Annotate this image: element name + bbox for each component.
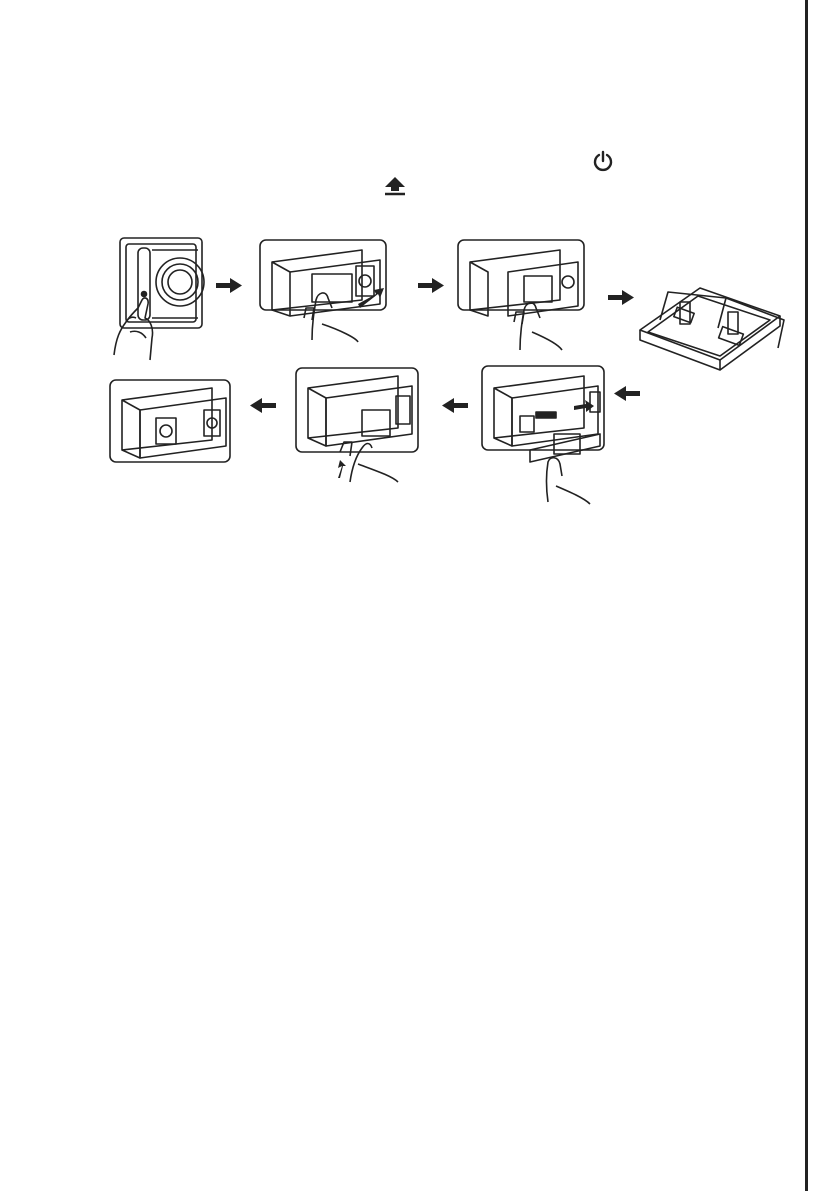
step6-push-panel — [296, 368, 418, 482]
step7-panel-attached — [110, 380, 230, 462]
eject-icon — [382, 175, 408, 197]
step2-slide-panel — [260, 240, 386, 342]
step4-storage-case — [640, 288, 784, 370]
arrow-right-1 — [216, 278, 242, 293]
arrow-right-2 — [418, 278, 444, 293]
arrow-up-push — [338, 460, 346, 478]
step3-pull-panel — [458, 240, 584, 350]
arrow-right-3 — [608, 290, 634, 305]
arrow-left-1 — [250, 398, 276, 413]
step1-press-button — [114, 238, 204, 360]
faceplate-removal-illustration — [100, 220, 790, 510]
step5-insert-panel — [482, 366, 604, 504]
power-icon — [592, 150, 614, 172]
arrow-left-3 — [614, 386, 640, 401]
arrow-left-2 — [442, 398, 468, 413]
page-margin-rule — [805, 0, 808, 1191]
